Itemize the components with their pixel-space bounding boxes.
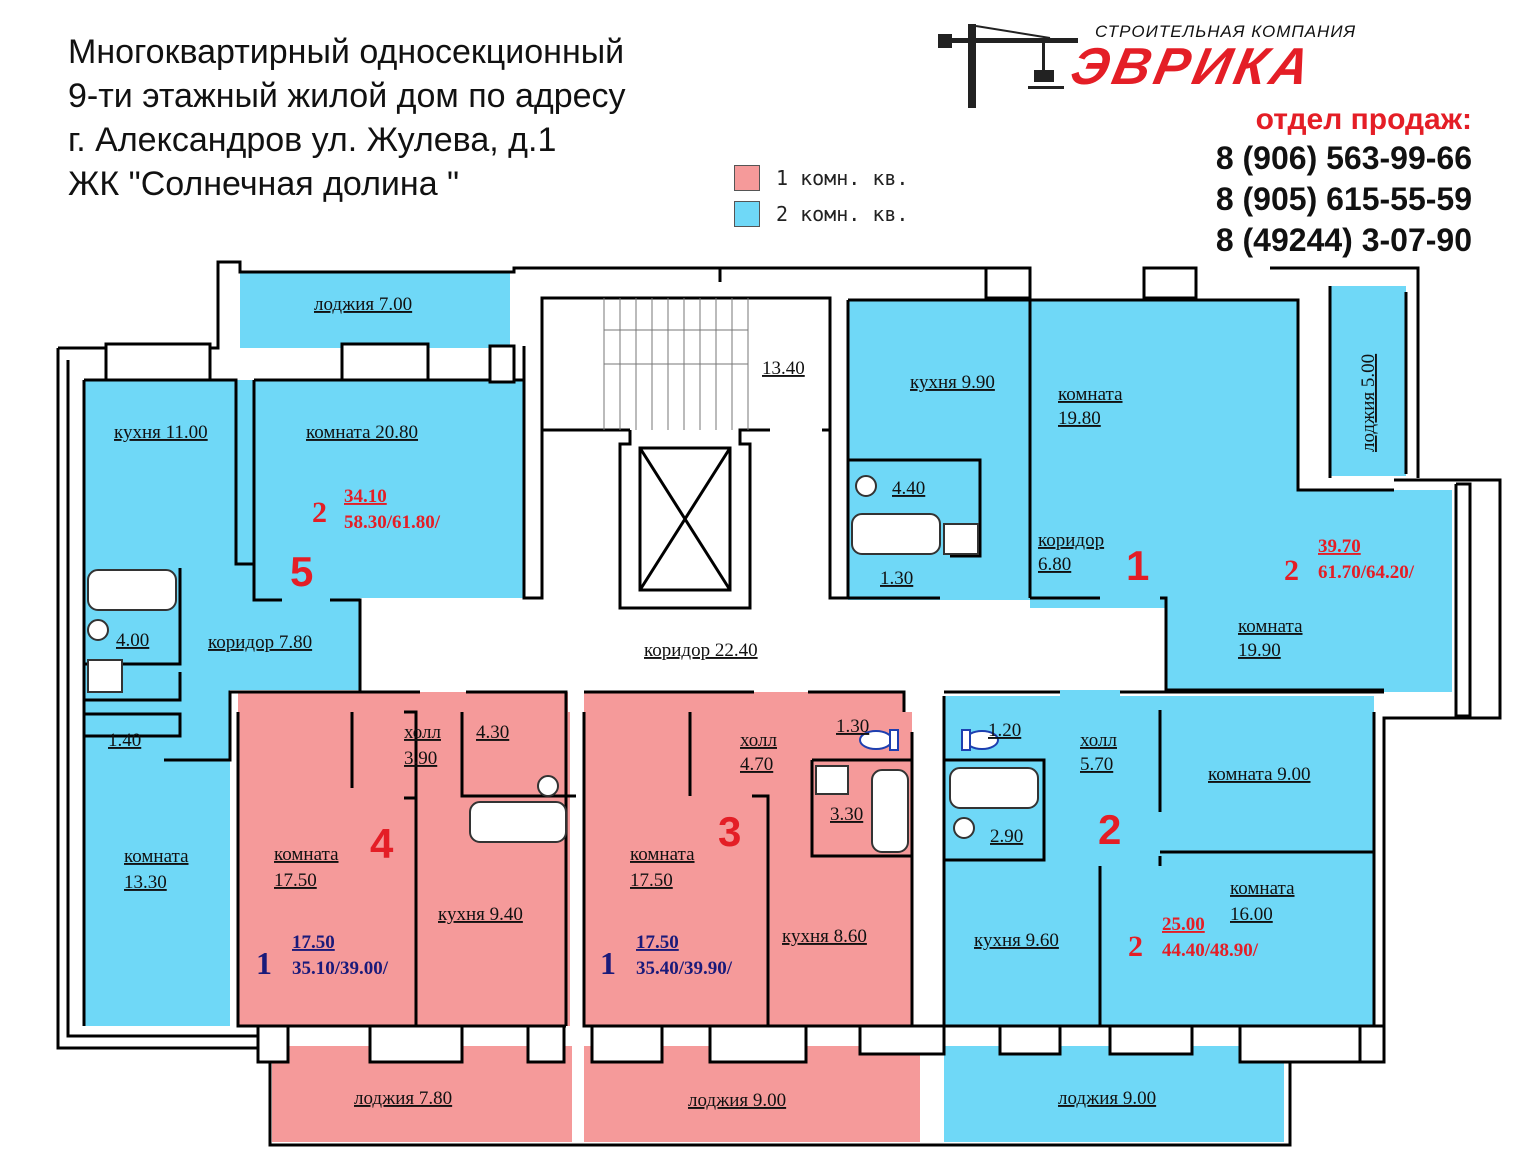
room-label: лоджия 9.00 [688,1090,786,1111]
room-label: 19.90 [1238,640,1281,661]
apartment-living-area: 17.50 [636,932,679,953]
room-label: лоджия 7.00 [314,294,412,315]
room-label: 5.70 [1080,754,1113,775]
room-label: 4.30 [476,722,509,743]
legend-item-two-room: 2 комн. кв. [734,196,908,232]
room-label: 4.00 [116,630,149,651]
room-label: 17.50 [274,870,317,891]
legend-item-one-room: 1 комн. кв. [734,160,908,196]
room-label: 13.40 [762,358,805,379]
apartment-number: 2 [1098,806,1121,853]
legend-label: 1 комн. кв. [776,166,909,190]
room-label: комната 9.00 [1208,764,1311,785]
room-label: кухня 9.90 [910,372,995,393]
staircase [603,298,749,430]
phone-number: 8 (906) 563-99-66 [1215,140,1472,176]
room-label: кухня 11.00 [114,422,208,443]
sales-dept-label: отдел продаж: [1255,103,1472,136]
room-label: коридор [1038,530,1104,551]
room-label: кухня 8.60 [782,926,867,947]
title-line: Многоквартирный односекционный [68,33,625,71]
apartment-living-area: 25.00 [1162,914,1205,935]
legend-label: 2 комн. кв. [776,202,909,226]
room-label: 1.40 [108,730,141,751]
walls [56,260,1502,1147]
phone-number: 8 (49244) 3-07-90 [1215,222,1472,258]
room-label: 4.70 [740,754,773,775]
title-line: г. Александров ул. Жулева, д.1 [68,121,557,159]
apartment-room-count: 1 [256,945,272,981]
apartment-total-area: 35.40/39.90/ [636,958,733,979]
legend: 1 комн. кв. 2 комн. кв. [734,160,908,232]
toilets [859,729,999,751]
phone-number: 8 (905) 615-55-59 [1215,181,1472,217]
room-label: 19.80 [1058,408,1101,429]
apartment-number: 4 [370,820,394,867]
room-label: кухня 9.60 [974,930,1059,951]
room-label: холл [404,722,442,743]
room-label: холл [1080,730,1118,751]
apartment-number: 1 [1126,542,1149,589]
apartment-living-area: 34.10 [344,486,387,507]
apartment-5-area [84,272,524,1026]
sales-contacts: отдел продаж: 8 (906) 563-99-66 8 (905) … [1216,102,1472,261]
apartment-room-count: 2 [312,496,327,529]
page-title: Многоквартирный односекционный 9-ти этаж… [68,30,626,206]
apartment-total-area: 35.10/39.00/ [292,958,389,979]
room-label: 6.80 [1038,554,1071,575]
room-label: 1.30 [836,716,869,737]
apartment-number: 5 [290,548,313,595]
room-label: 2.90 [990,826,1023,847]
sinks [87,475,979,839]
title-line: ЖК "Солнечная долина " [68,165,460,203]
windows [104,266,1386,1064]
apartment-total-area: 44.40/48.90/ [1162,940,1259,961]
bathtubs [87,513,1039,853]
room-label: лоджия 7.80 [354,1088,452,1109]
apartment-4-area [238,692,572,1142]
room-label: комната 20.80 [306,422,418,443]
room-labels: лоджия 7.00 кухня 11.00 комната 20.80 4.… [108,294,1379,1111]
room-label: 1.20 [988,720,1021,741]
room-label: коридор 7.80 [208,632,312,653]
room-label: комната [1238,616,1303,637]
room-label: 13.30 [124,872,167,893]
apartment-total-area: 58.30/61.80/ [344,512,441,533]
room-label: комната [124,846,189,867]
room-label: комната [274,844,339,865]
apartment-number: 3 [718,808,741,855]
room-label: 16.00 [1230,904,1273,925]
legend-swatch [734,201,760,227]
apartment-summaries: 2 34.10 58.30/61.80/ 2 39.70 61.70/64.20… [256,486,1415,981]
apartment-room-count: 1 [600,945,616,981]
room-label: холл [740,730,778,751]
room-label: комната [1230,878,1295,899]
apartment-1-area [848,286,1452,692]
room-label: лоджия 5.00 [1358,354,1379,452]
company-tagline: СТРОИТЕЛЬНАЯ КОМПАНИЯ [1095,22,1357,41]
room-label: 1.30 [880,568,913,589]
legend-swatch [734,165,760,191]
apartment-room-count: 2 [1128,930,1143,963]
crane-logo-icon [938,24,1078,108]
room-label: 3.30 [830,804,863,825]
apartment-total-area: 61.70/64.20/ [1318,562,1415,583]
title-line: 9-ти этажный жилой дом по адресу [68,77,626,115]
room-label: комната [1058,384,1123,405]
apartment-room-count: 2 [1284,554,1299,587]
apartment-living-area: 17.50 [292,932,335,953]
apartment-numbers: 5 1 4 3 2 [290,542,1149,867]
room-label: 17.50 [630,870,673,891]
room-label: кухня 9.40 [438,904,523,925]
room-label: 4.40 [892,478,925,499]
room-label: лоджия 9.00 [1058,1088,1156,1109]
room-label: коридор 22.40 [644,640,758,661]
apartment-living-area: 39.70 [1318,536,1361,557]
room-label: 3.90 [404,748,437,769]
apartment-3-area [584,692,920,1142]
room-label: комната [630,844,695,865]
